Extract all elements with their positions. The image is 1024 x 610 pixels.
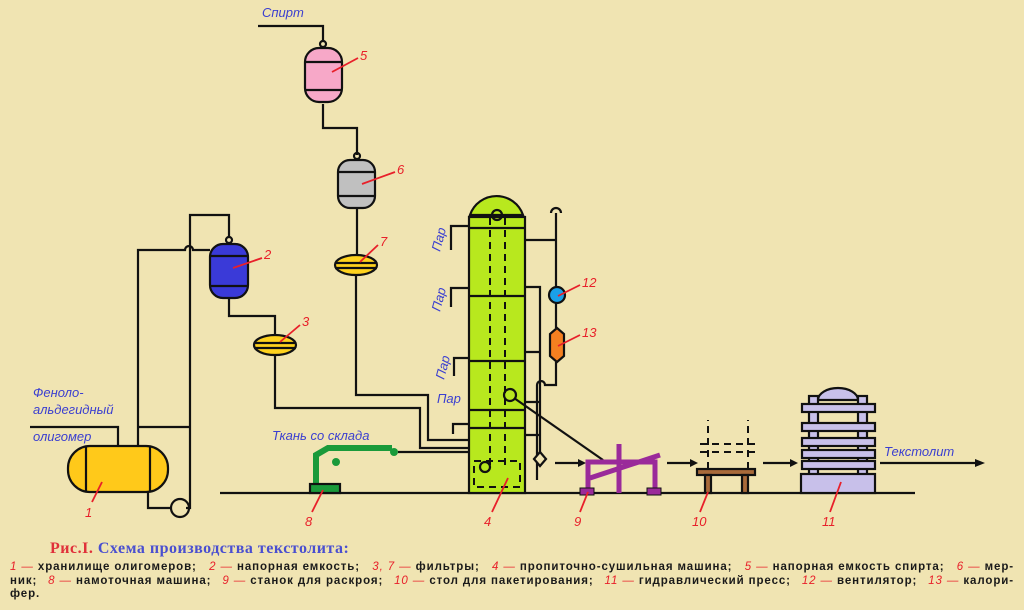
svg-text:13: 13 bbox=[582, 325, 597, 340]
legend-number: 4 — bbox=[491, 561, 516, 573]
hydraulic-press-11 bbox=[799, 386, 877, 495]
tank-1-oligomer-storage bbox=[66, 444, 170, 494]
legend-text: стол для пакетирования; bbox=[429, 575, 594, 587]
svg-text:7: 7 bbox=[380, 234, 388, 249]
column-4-impregnating-dryer bbox=[467, 194, 527, 495]
exhaust-hook bbox=[549, 206, 563, 214]
legend-number: 5 — bbox=[744, 561, 769, 573]
legend-line-2: ник; 8 — намоточная машина; 9 — станок для… bbox=[10, 575, 1014, 587]
svg-text:3: 3 bbox=[302, 314, 310, 329]
legend-text: фильтры; bbox=[415, 561, 480, 573]
filter-7 bbox=[333, 253, 379, 277]
legend-item: 1 — хранилище олигомеров; bbox=[10, 561, 197, 573]
legend-number: 10 — bbox=[394, 575, 426, 587]
legend-number: 11 — bbox=[604, 575, 635, 587]
svg-text:5: 5 bbox=[360, 48, 368, 63]
svg-text:10: 10 bbox=[692, 514, 707, 529]
pipe-spirit bbox=[258, 24, 325, 42]
legend-text: напорная емкость; bbox=[236, 561, 361, 573]
legend-item: 8 — намоточная машина; bbox=[48, 575, 211, 587]
legend-item: 4 — пропиточно-сушильная машина; bbox=[492, 561, 732, 573]
fabric-label: Ткань со склада bbox=[272, 428, 369, 443]
legend-line-3: фер. bbox=[10, 588, 1014, 600]
legend-item: 10 — стол для пакетирования; bbox=[394, 575, 594, 587]
pipe-tank-pump bbox=[146, 492, 172, 510]
legend-text: ник; bbox=[10, 575, 38, 587]
vessel-2-head-tank bbox=[208, 235, 250, 300]
legend-number: 13 — bbox=[928, 575, 960, 587]
svg-text:8: 8 bbox=[305, 514, 313, 529]
legend-text: фер. bbox=[10, 588, 41, 600]
oligomer-label-3: олигомер bbox=[33, 429, 91, 444]
pipe-5-6 bbox=[321, 104, 359, 155]
svg-text:2: 2 bbox=[263, 247, 272, 262]
legend-item: 9 — станок для раскроя; bbox=[222, 575, 383, 587]
legend-line-1: 1 — хранилище олигомеров; 2 — напорная ем… bbox=[10, 561, 1014, 573]
legend-text: мер- bbox=[984, 561, 1014, 573]
legend-text: пропиточно-сушильная машина; bbox=[519, 561, 733, 573]
legend-text: станок для раскроя; bbox=[250, 575, 384, 587]
textolite-process-diagram: Спирт Феноло- альдегидный олигомер bbox=[30, 5, 985, 529]
product-label: Текстолит bbox=[884, 444, 954, 459]
legend-item: 2 — напорная емкость; bbox=[209, 561, 360, 573]
legend-number: 12 — bbox=[801, 575, 833, 587]
steam-pipes bbox=[449, 224, 469, 434]
fan-12 bbox=[547, 285, 567, 305]
filter-3 bbox=[252, 333, 298, 357]
legend-number: 8 — bbox=[48, 575, 72, 587]
steam-label-4: Пар bbox=[437, 391, 461, 406]
pipe-2-3 bbox=[227, 298, 277, 335]
table-10 bbox=[695, 420, 760, 495]
cutting-machine-9 bbox=[579, 444, 662, 496]
pump-icon bbox=[169, 497, 191, 519]
vessel-6-measurer bbox=[336, 151, 377, 210]
legend-number: 6 — bbox=[956, 561, 981, 573]
legend-item: 5 — напорная емкость спирта; bbox=[745, 561, 945, 573]
legend-item: 12 — вентилятор; bbox=[802, 575, 917, 587]
spirit-label: Спирт bbox=[262, 5, 304, 20]
legend-text: гидравлический пресс; bbox=[638, 575, 791, 587]
legend-number: 2 — bbox=[209, 561, 233, 573]
winder-8 bbox=[308, 445, 398, 495]
legend-number: 1 — bbox=[10, 561, 34, 573]
legend-text: калори- bbox=[963, 575, 1014, 587]
legend-item: 11 — гидравлический пресс; bbox=[605, 575, 791, 587]
valve-icon bbox=[532, 450, 548, 468]
legend-item: 13 — калори- bbox=[928, 575, 1014, 587]
legend-text: намоточная машина; bbox=[76, 575, 212, 587]
figure-number: Рис.I. bbox=[50, 540, 94, 557]
oligomer-label-1: Феноло- bbox=[33, 385, 84, 400]
vessel-5-spirit-tank bbox=[303, 39, 344, 104]
svg-text:11: 11 bbox=[822, 514, 836, 529]
figure-caption-title: Рис.I. Схема производства текстолита: bbox=[50, 540, 349, 558]
legend-item: 6 — мер- bbox=[957, 561, 1014, 573]
steam-label-3: Пар bbox=[432, 354, 453, 381]
figure-title: Схема производства текстолита: bbox=[97, 540, 350, 557]
legend-item: 3, 7 — фильтры; bbox=[372, 561, 479, 573]
svg-text:12: 12 bbox=[582, 275, 597, 290]
steam-label-2: Пар bbox=[428, 286, 449, 313]
legend-number: 3, 7 — bbox=[372, 561, 412, 573]
number-labels: 5 6 7 2 3 1 8 4 9 10 11 12 13 bbox=[85, 48, 842, 529]
svg-text:4: 4 bbox=[484, 514, 491, 529]
svg-text:1: 1 bbox=[85, 505, 92, 520]
air-circuit bbox=[525, 213, 558, 480]
legend-text: хранилище олигомеров; bbox=[37, 561, 197, 573]
steam-label-1: Пар bbox=[428, 226, 449, 253]
legend-text: напорная емкость спирта; bbox=[772, 561, 945, 573]
oligomer-label-2: альдегидный bbox=[33, 402, 113, 417]
heater-13 bbox=[548, 326, 566, 364]
legend-item: ник; bbox=[10, 575, 37, 587]
legend-number: 9 — bbox=[222, 575, 247, 587]
pipe-oligomer-in bbox=[30, 425, 120, 446]
cut-line bbox=[513, 397, 604, 461]
legend-text: вентилятор; bbox=[837, 575, 918, 587]
svg-text:6: 6 bbox=[397, 162, 405, 177]
svg-text:9: 9 bbox=[574, 514, 581, 529]
